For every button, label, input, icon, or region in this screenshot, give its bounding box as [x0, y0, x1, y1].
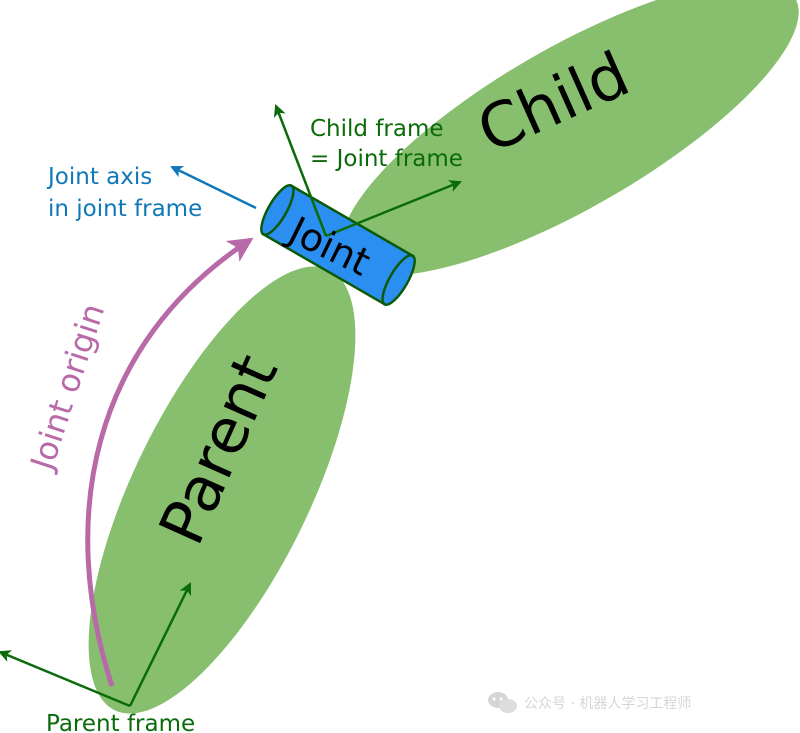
parent-frame-x-arrow: [128, 582, 192, 707]
child-frame-y-arrow: [273, 104, 328, 237]
parent-frame-y-arrow: [0, 650, 131, 708]
parent-frame-label: Parent frame: [46, 711, 195, 733]
joint-cylinder: [260, 184, 416, 306]
watermark-text: 公众号 · 机器人学习工程师: [524, 696, 691, 712]
joint-axis-arrow: [170, 165, 257, 210]
joint-origin-arrow: [85, 237, 254, 687]
watermark: 公众号 · 机器人学习工程师: [486, 688, 786, 718]
child-frame-x-arrow: [325, 180, 462, 238]
wechat-icon: [488, 692, 517, 713]
parent-link-shape: [88, 266, 356, 714]
child-frame-label-line1: Child frame: [310, 116, 444, 142]
child-frame-label-line2: = Joint frame: [310, 146, 463, 172]
child-link-shape: [341, 0, 799, 276]
joint-axis-label-line1: Joint axis: [46, 164, 152, 190]
joint-axis-label-line2: in joint frame: [48, 196, 202, 222]
